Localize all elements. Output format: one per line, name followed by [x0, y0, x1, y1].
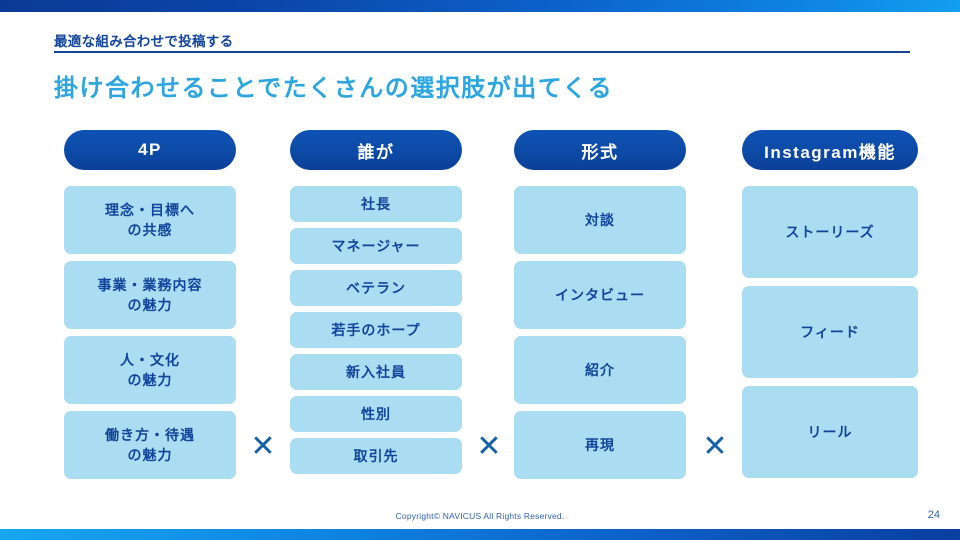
matrix-cell[interactable]: フィード	[742, 286, 918, 378]
column-header-4p: 4P	[64, 130, 236, 170]
column-items-format: 対談 インタビュー 紹介 再現	[514, 186, 686, 486]
slide-kicker: 最適な組み合わせで投稿する	[54, 34, 234, 49]
matrix-cell[interactable]: インタビュー	[514, 261, 686, 329]
matrix-column-instagram-feature: Instagram機能 ストーリーズ フィード リール	[742, 130, 918, 478]
copyright-notice: Copyright© NAVICUS All Rights Reserved.	[395, 511, 565, 521]
column-header-format: 形式	[514, 130, 686, 170]
matrix-cell[interactable]: 性別	[290, 396, 462, 432]
column-items-4p: 理念・目標へ の共感 事業・業務内容 の魅力 人・文化 の魅力 働き方・待遇 の…	[64, 186, 236, 486]
combination-matrix: 4P 理念・目標へ の共感 事業・業務内容 の魅力 人・文化 の魅力 働き方・待…	[0, 130, 960, 486]
page-title: 掛け合わせることでたくさんの選択肢が出てくる	[54, 75, 614, 102]
matrix-cell[interactable]: マネージャー	[290, 228, 462, 264]
multiply-icon: ✕	[476, 430, 502, 463]
matrix-cell[interactable]: 人・文化 の魅力	[64, 336, 236, 404]
matrix-column-4p: 4P 理念・目標へ の共感 事業・業務内容 の魅力 人・文化 の魅力 働き方・待…	[64, 130, 236, 479]
column-items-instagram-feature: ストーリーズ フィード リール	[742, 186, 918, 486]
kicker-divider	[54, 51, 910, 53]
matrix-cell[interactable]: 働き方・待遇 の魅力	[64, 411, 236, 479]
top-accent-bar	[0, 0, 960, 12]
matrix-cell[interactable]: 若手のホープ	[290, 312, 462, 348]
matrix-cell[interactable]: ストーリーズ	[742, 186, 918, 278]
matrix-cell[interactable]: 対談	[514, 186, 686, 254]
matrix-cell[interactable]: 取引先	[290, 438, 462, 474]
matrix-column-format: 形式 対談 インタビュー 紹介 再現	[514, 130, 686, 479]
column-header-who: 誰が	[290, 130, 462, 170]
matrix-cell[interactable]: ベテラン	[290, 270, 462, 306]
page-number: 24	[927, 509, 940, 521]
bottom-accent-bar	[0, 529, 960, 540]
matrix-cell[interactable]: 事業・業務内容 の魅力	[64, 261, 236, 329]
matrix-cell[interactable]: リール	[742, 386, 918, 478]
matrix-cell[interactable]: 社長	[290, 186, 462, 222]
matrix-cell[interactable]: 新入社員	[290, 354, 462, 390]
column-header-instagram-feature: Instagram機能	[742, 130, 918, 170]
matrix-column-who: 誰が 社長 マネージャー ベテラン 若手のホープ 新入社員 性別 取引先	[290, 130, 462, 474]
matrix-cell[interactable]: 理念・目標へ の共感	[64, 186, 236, 254]
matrix-cell[interactable]: 紹介	[514, 336, 686, 404]
column-items-who: 社長 マネージャー ベテラン 若手のホープ 新入社員 性別 取引先	[290, 186, 462, 480]
multiply-icon: ✕	[250, 430, 276, 463]
matrix-cell[interactable]: 再現	[514, 411, 686, 479]
multiply-icon: ✕	[702, 430, 728, 463]
